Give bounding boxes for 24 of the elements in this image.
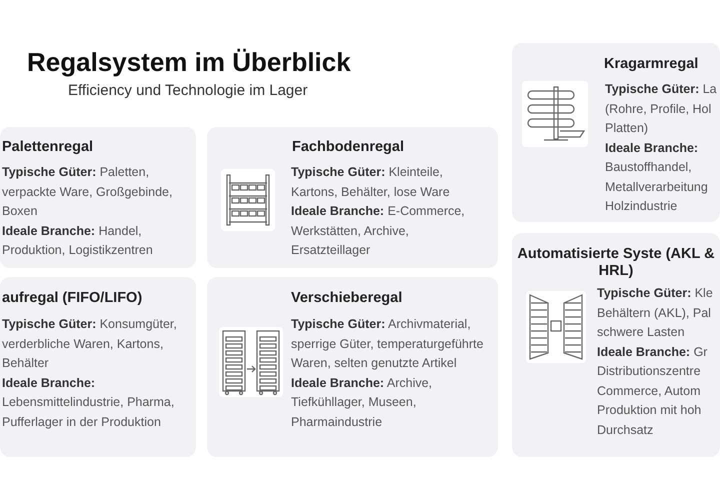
title: Regalsystem im Überblick	[27, 47, 351, 78]
card-heading: Automatisierte Syste (AKL & HRL)	[516, 246, 716, 280]
card-text: Ideale Branche: Handel, Produktion, Logistikzentren	[2, 222, 154, 259]
card-heading: Verschieberegal	[291, 290, 402, 307]
card-text: Ideale Branche: Lebensmittelindustrie, Pharma, Pufferlager in der Produktion	[2, 374, 176, 431]
card-text: Typische Güter: Paletten, verpackte Ware, Großgebinde, Boxen	[2, 164, 174, 220]
info-card	[207, 277, 498, 457]
card-text: Ideale Branche: Archive, Tiefkühllager, Museen, Pharmaindustrie	[291, 374, 434, 430]
info-card	[207, 127, 498, 268]
card-text: Ideale Branche: E-Commerce, Werkstätten, Archive, Ersatzteillager	[291, 203, 466, 259]
card-heading: aufregal (FIFO/LIFO)	[2, 290, 142, 307]
card-text: Typische Güter: Kleinteile, Kartons, Behälter, lose Ware	[291, 164, 451, 200]
subtitle: Efficiency und Technologie im Lager	[68, 82, 308, 99]
card-text: Typische Güter: Kle Behältern (AKL), Pal schwere Lasten	[597, 285, 714, 341]
card-heading: Kragarmregal	[604, 56, 698, 73]
info-card	[512, 43, 720, 222]
info-card	[512, 233, 720, 457]
card-text: Typische Güter: Archivmaterial, sperrige Güter, temperaturgeführte Waren, selten genutzte Artikel	[291, 316, 484, 372]
card-text: Ideale Branche: Gr Distributionszentre Commerce, Autom Produktion mit hoh Durchsatz	[597, 344, 708, 438]
card-text: Typische Güter: Konsumgüter, verderbliche Waren, Kartons, Behälter	[2, 316, 178, 372]
card-heading: Fachbodenregal	[292, 139, 404, 156]
card-text: Ideale Branche: Baustoffhandel, Metallverarbeitung Holzindustrie	[605, 140, 709, 215]
card-heading: Palettenregal	[2, 139, 94, 156]
card-text: Typische Güter: La (Rohre, Profile, Hol Platten)	[605, 81, 718, 137]
